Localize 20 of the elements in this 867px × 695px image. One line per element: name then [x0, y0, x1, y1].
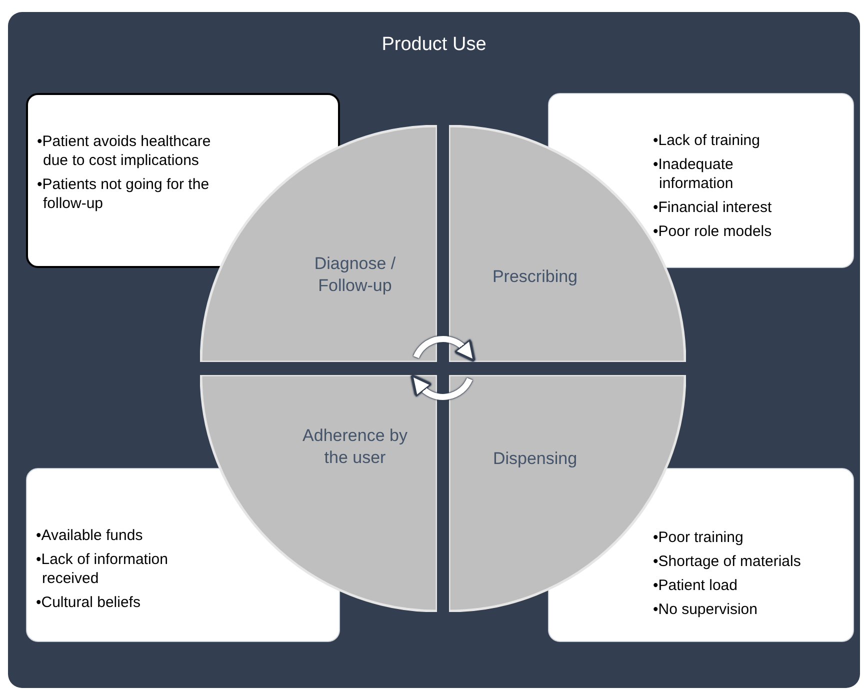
segment-label: Prescribing	[491, 266, 579, 288]
bullet-item: •Lack of information received	[36, 550, 169, 588]
bullet-item: •Poor role models	[653, 222, 773, 241]
bullet-item: •Available funds	[36, 526, 144, 545]
bullet-item: •Patient avoids healthcare due to cost implications	[37, 132, 212, 170]
bullet-item: •Cultural beliefs	[36, 593, 142, 612]
title-text: Product Use	[380, 34, 488, 56]
segment-label: Adherence by the user	[302, 425, 408, 469]
segment-label: Diagnose / Follow-up	[313, 253, 397, 297]
bullet-item: •Poor training	[653, 528, 744, 547]
bullet-item: •Lack of training	[653, 131, 761, 150]
background-panel	[8, 12, 860, 688]
bullet-item: •No supervision	[653, 600, 758, 619]
quarter-circle-segment	[200, 375, 437, 612]
bullet-item: •Patients not going for the follow-up	[37, 175, 210, 213]
bullet-item: •Shortage of materials	[653, 552, 802, 571]
segment-label: Dispensing	[492, 448, 578, 470]
bullet-item: •Inadequate information	[653, 155, 734, 193]
bullet-item: •Financial interest	[653, 198, 773, 217]
bullet-item: •Patient load	[653, 576, 738, 595]
